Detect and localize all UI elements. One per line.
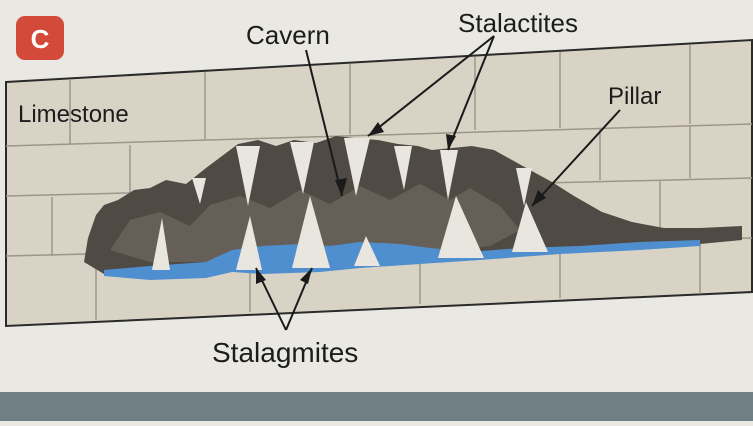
stalagmites-label: Stalagmites [212,337,358,368]
pillar-label: Pillar [608,83,661,110]
table-edge [0,392,753,421]
panel-badge-letter: C [31,24,50,54]
limestone-label: Limestone [18,101,129,128]
cavern-label: Cavern [246,20,330,50]
stalactites-label: Stalactites [458,8,578,38]
panel-badge: C [16,16,64,60]
